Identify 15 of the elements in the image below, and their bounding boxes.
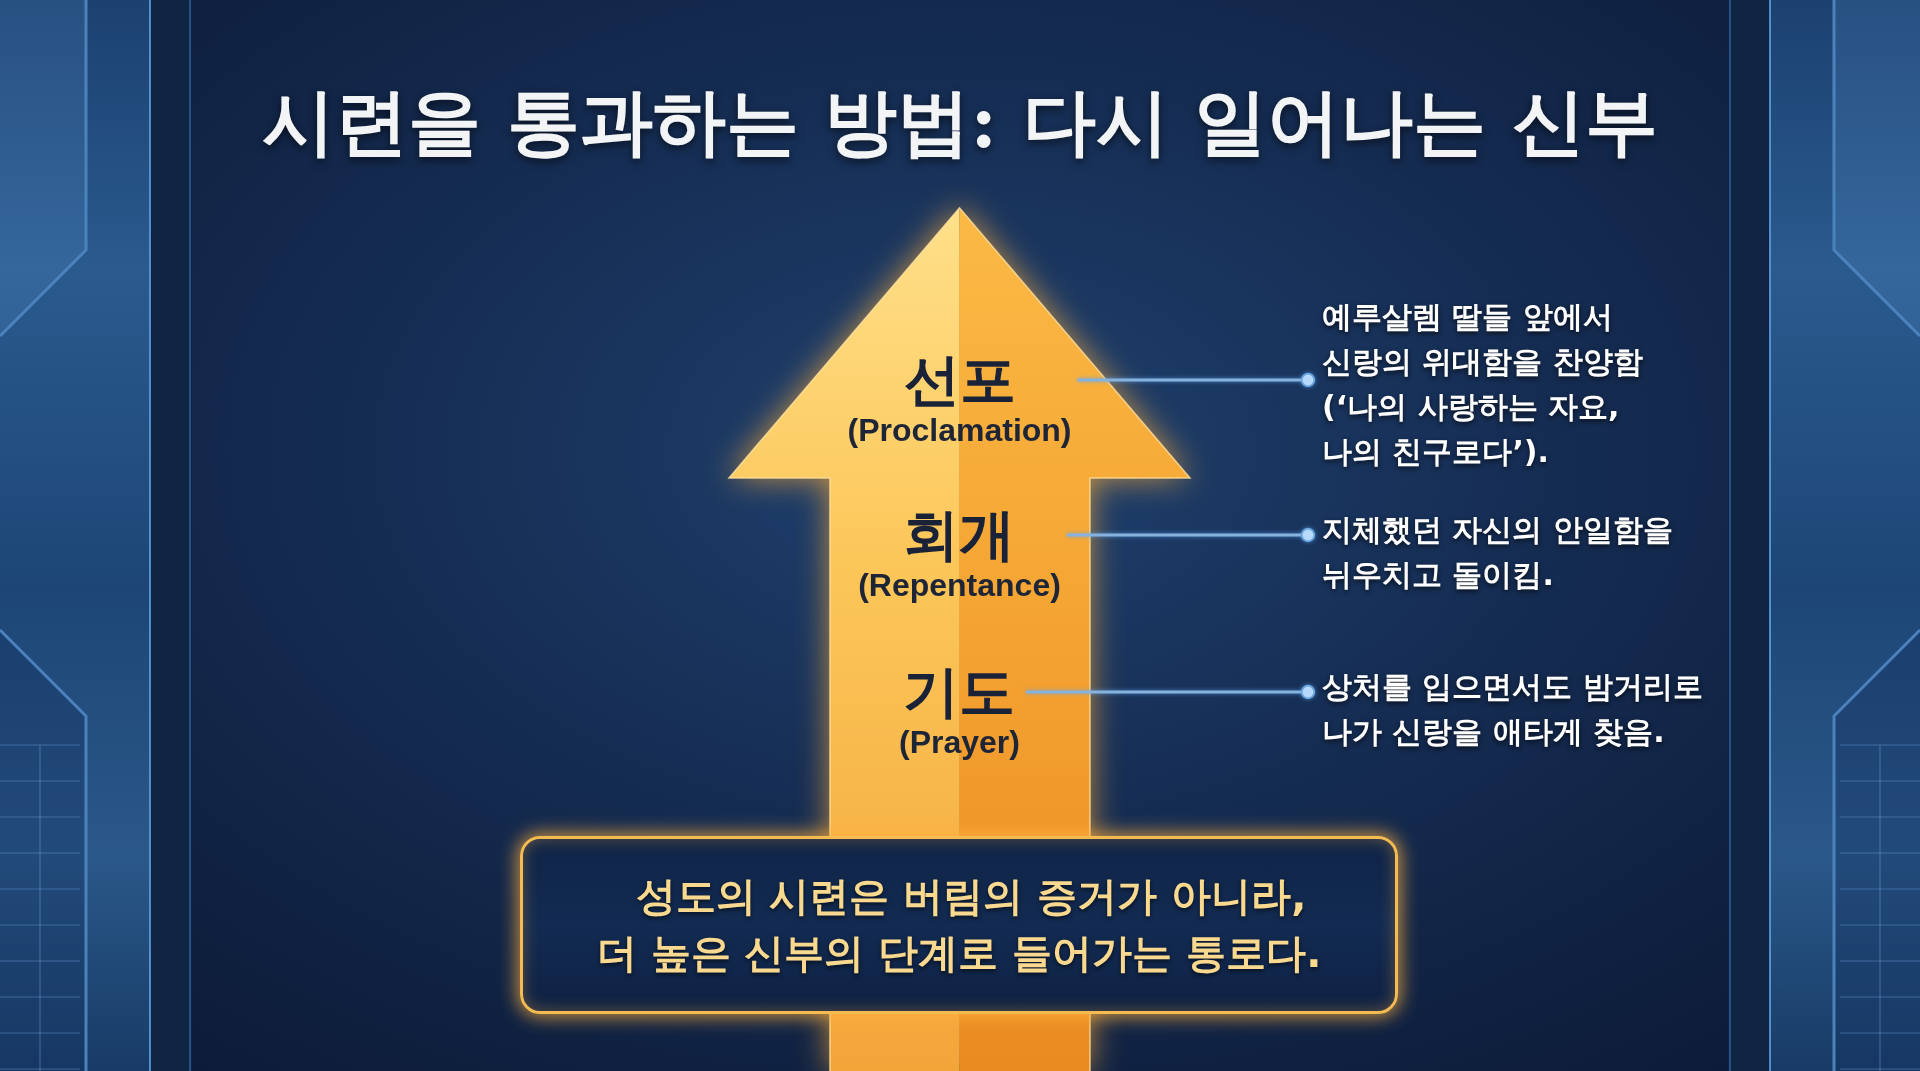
- description-text: 지체했던 자신의 안일함을 뉘우치고 돌이킴.: [1322, 507, 1742, 597]
- stage-subtitle: (Proclamation): [847, 411, 1072, 449]
- leader-line: [1066, 527, 1316, 543]
- stage-title: 회개: [903, 504, 1016, 566]
- title: 시련을 통과하는 방법: 다시 일어나는 신부: [262, 77, 1658, 166]
- description-text: 상처를 입으면서도 밤거리로 나가 신랑을 애타게 찾음.: [1322, 664, 1762, 754]
- leader-line: [1077, 372, 1316, 388]
- leader-line: [1026, 684, 1316, 700]
- stage-title: 선포: [903, 349, 1016, 411]
- callout-box: [520, 836, 1398, 1014]
- description-text: 예루살렘 딸들 앞에서 신랑의 위대함을 찬양함 (‘나의 사랑하는 자요, 나의 친구로다’).: [1322, 294, 1667, 474]
- stage-subtitle: (Repentance): [858, 566, 1061, 604]
- stage-title: 기도: [903, 661, 1016, 723]
- callout-text: 성도의 시련은 버림의 증거가 아니라, 더 높은 신부의 단계로 들어가는 통로다.: [595, 872, 1323, 978]
- stage-subtitle: (Prayer): [899, 723, 1020, 761]
